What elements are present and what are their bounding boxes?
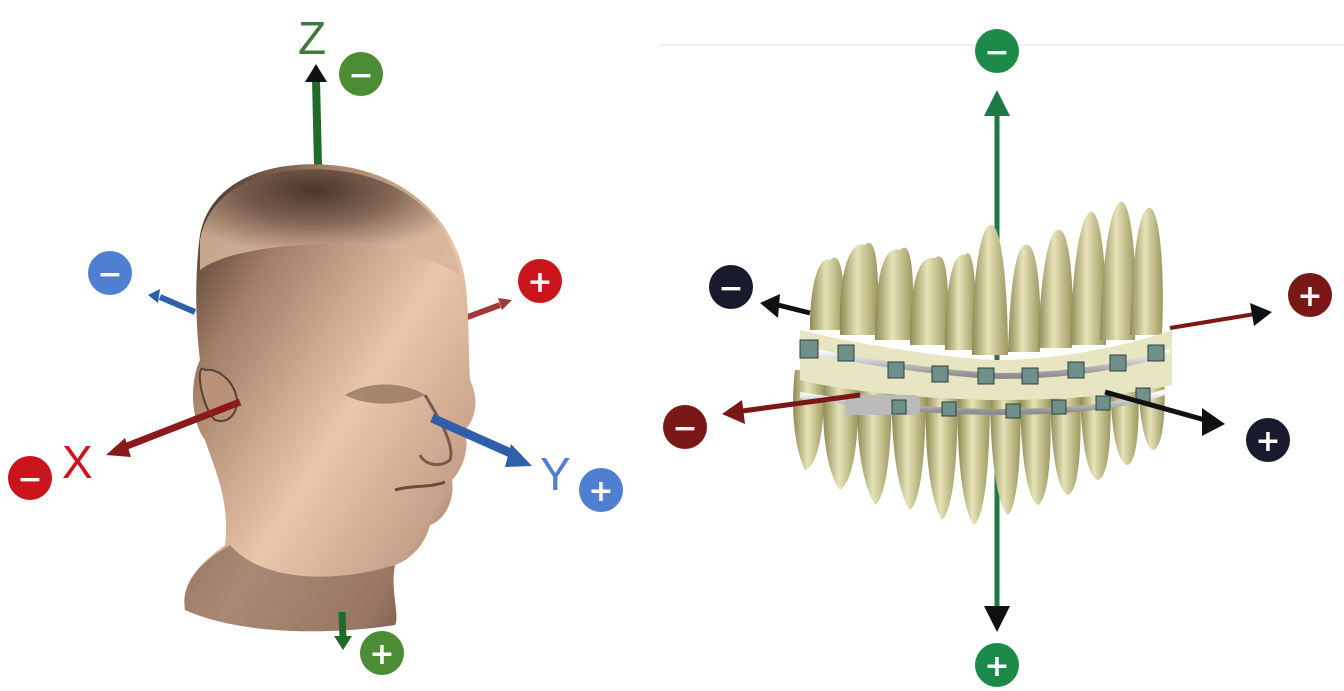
z-axis-label: Z xyxy=(298,12,326,64)
arrowhead-icon xyxy=(498,298,512,310)
vertical-positive-badge: + xyxy=(975,643,1019,687)
teeth-diagram-svg: − + − + − + xyxy=(660,0,1344,691)
svg-text:+: + xyxy=(369,637,394,672)
arrowhead-icon xyxy=(1250,303,1272,326)
head-x-axis-pos-arrow xyxy=(465,305,500,318)
arrowhead-icon xyxy=(760,294,780,318)
svg-text:−: − xyxy=(672,411,697,446)
svg-text:+: + xyxy=(984,649,1009,684)
depth-positive-badge: + xyxy=(1246,418,1290,462)
svg-text:+: + xyxy=(1297,279,1322,314)
y-negative-badge: − xyxy=(88,251,132,295)
x-axis-label: X xyxy=(62,436,93,488)
x-positive-badge: + xyxy=(518,259,562,303)
arrowhead-icon xyxy=(984,90,1010,116)
arrowhead-icon xyxy=(722,400,745,424)
teeth-axes-diagram: − + − + − + xyxy=(660,0,1344,691)
depth-axis-neg-arrow xyxy=(778,305,810,313)
arrowhead-icon xyxy=(334,636,352,650)
horizontal-axis-pos-arrow xyxy=(1170,314,1255,328)
arrowhead-icon xyxy=(305,64,327,82)
x-negative-badge: − xyxy=(8,456,52,500)
dental-arch-model xyxy=(793,202,1172,525)
y-axis-label: Y xyxy=(540,448,571,500)
svg-text:−: − xyxy=(17,462,42,497)
arrowhead-icon xyxy=(148,289,160,303)
head-y-axis-back-arrow xyxy=(160,297,195,312)
svg-text:−: − xyxy=(984,35,1009,70)
y-positive-badge: + xyxy=(579,468,623,512)
depth-negative-badge: − xyxy=(709,265,753,309)
head-diagram-svg: X Y Z − + − + − + xyxy=(0,0,660,691)
svg-text:−: − xyxy=(348,58,373,93)
human-head-model xyxy=(184,164,475,631)
vertical-negative-badge: − xyxy=(975,29,1019,73)
z-positive-badge: + xyxy=(360,631,404,675)
arrowhead-icon xyxy=(106,438,131,457)
z-negative-badge: − xyxy=(339,52,383,96)
horizontal-negative-badge: − xyxy=(663,405,707,449)
svg-text:−: − xyxy=(718,271,743,306)
svg-text:−: − xyxy=(97,257,122,292)
head-z-axis-bottom-arrow xyxy=(342,612,343,638)
head-z-axis-arrow xyxy=(316,80,318,165)
arrowhead-icon xyxy=(984,606,1010,632)
arrowhead-icon xyxy=(1202,408,1225,436)
head-axes-diagram: X Y Z − + − + − + xyxy=(0,0,660,691)
svg-text:+: + xyxy=(1255,424,1280,459)
svg-text:+: + xyxy=(588,474,613,509)
svg-text:+: + xyxy=(527,265,552,300)
horizontal-positive-badge: + xyxy=(1288,273,1332,317)
